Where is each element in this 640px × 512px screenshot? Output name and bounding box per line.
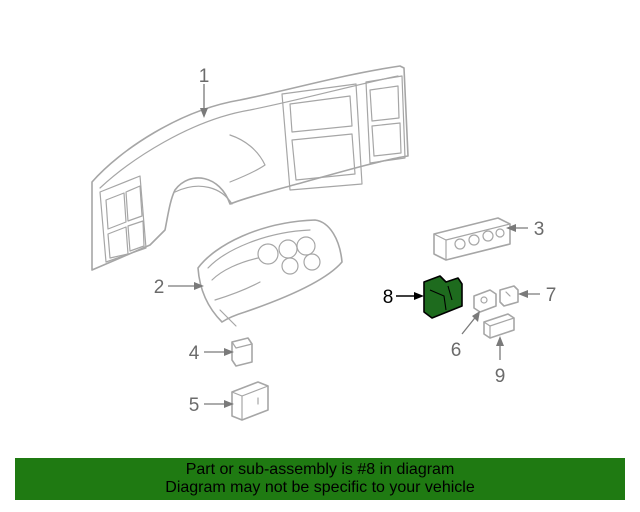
callout-label: 6 <box>451 340 462 361</box>
highlighted-part-8[interactable] <box>423 275 463 319</box>
control-module-part-3[interactable] <box>433 217 511 261</box>
arrowheads <box>194 108 528 408</box>
callout-1: 1 <box>199 66 210 114</box>
switch-part-7[interactable] <box>499 285 519 307</box>
callout-2: 2 <box>154 277 200 298</box>
callout-label: 9 <box>495 366 506 387</box>
callout-4: 4 <box>189 343 230 364</box>
parts-diagram: 1 2 3 4 5 6 7 8 9 <box>91 65 557 421</box>
switch-part-9[interactable] <box>483 313 515 339</box>
callout-label: 8 <box>383 287 394 308</box>
banner-line-1: Part or sub-assembly is #8 in diagram <box>185 461 455 478</box>
callout-label: 5 <box>189 395 200 416</box>
callout-6: 6 <box>451 313 479 361</box>
bracket-part-4[interactable] <box>231 337 253 367</box>
instrument-panel-part-1[interactable] <box>91 65 409 271</box>
callout-label: 7 <box>546 285 557 306</box>
switch-part-6[interactable] <box>473 289 497 313</box>
cluster-housing-part-2[interactable] <box>197 219 343 327</box>
callout-5: 5 <box>189 395 230 416</box>
vehicle-fit-banner: Part or sub-assembly is #8 in diagram Di… <box>15 458 625 500</box>
callout-9: 9 <box>495 340 506 387</box>
callout-label: 4 <box>189 343 200 364</box>
banner-line-2: Diagram may not be specific to your vehi… <box>165 479 475 496</box>
module-part-5[interactable] <box>231 381 269 421</box>
arrowhead-8 <box>414 292 424 300</box>
callout-label: 2 <box>154 277 165 298</box>
callout-label: 1 <box>199 66 210 87</box>
callout-label: 3 <box>534 219 545 240</box>
